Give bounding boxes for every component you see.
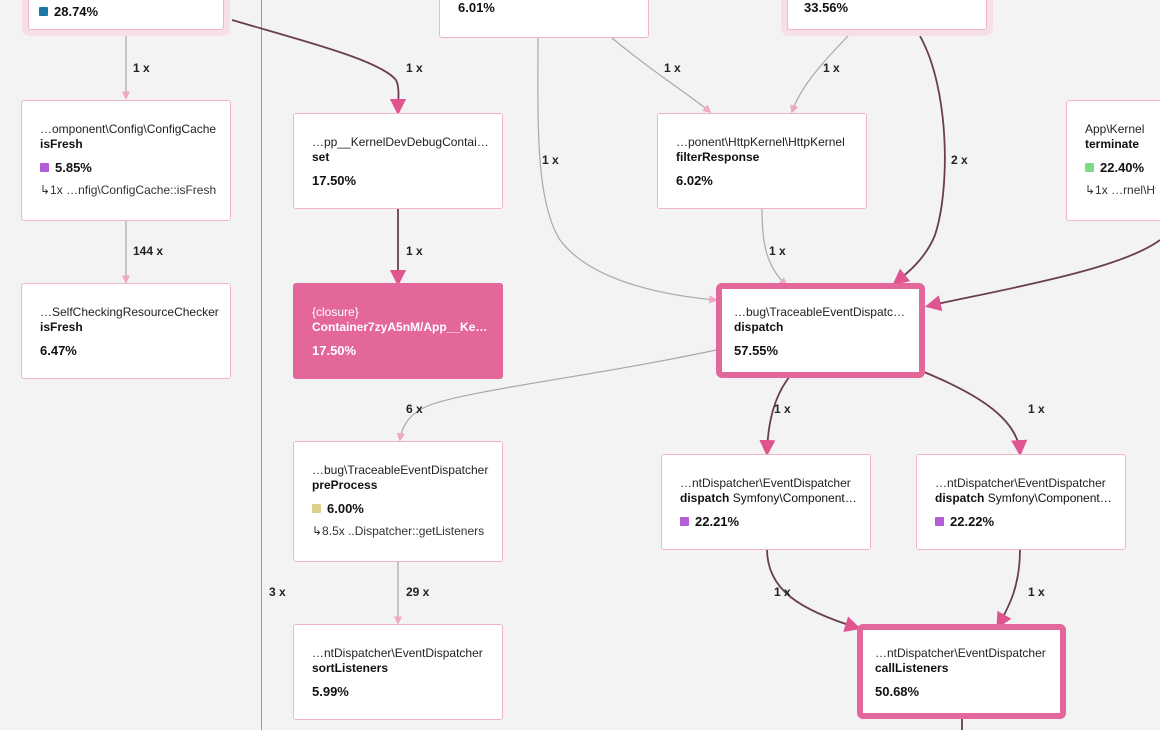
node-namespace: …ntDispatcher\EventDispatcher bbox=[680, 476, 851, 490]
node-percent: 57.55% bbox=[734, 343, 779, 358]
node-percent: 17.50% bbox=[312, 343, 357, 358]
edge-topleft-container bbox=[231, 19, 407, 116]
node-namespace: …SelfCheckingResourceChecker bbox=[40, 305, 219, 319]
edge-label: 144 x bbox=[133, 244, 164, 258]
node-function: set bbox=[312, 150, 330, 164]
node-function: Container7zyA5nM/App__Kern… bbox=[312, 320, 492, 334]
node-namespace: …ponent\HttpKernel\HttpKernel bbox=[676, 135, 845, 149]
edge-topmid-httpkernel bbox=[611, 37, 712, 114]
node-function: preProcess bbox=[312, 478, 378, 492]
node-function: dispatch bbox=[935, 491, 985, 505]
node-function: dispatch bbox=[680, 491, 730, 505]
color-swatch bbox=[40, 163, 49, 172]
node-namespace: …ntDispatcher\EventDispatcher bbox=[312, 646, 483, 660]
node-percent: 50.68% bbox=[875, 684, 920, 699]
node-function: filterResponse bbox=[676, 150, 760, 164]
column-divider bbox=[261, 0, 262, 730]
edge-label: 1 x bbox=[774, 585, 791, 599]
node-sortlisteners[interactable]: …ntDispatcher\EventDispatcher sortListen… bbox=[293, 624, 503, 720]
node-namespace: {closure} bbox=[312, 305, 359, 319]
node-traceable-dispatch[interactable]: …bug\TraceableEventDispatcher dispatch 5… bbox=[716, 283, 925, 378]
node-subcall: ↳8.5x ..Dispatcher::getListeners bbox=[312, 524, 485, 538]
node-percent: 33.56% bbox=[804, 0, 849, 15]
node-function: isFresh bbox=[40, 320, 83, 334]
node-namespace: …pp__KernelDevDebugContainer bbox=[312, 135, 492, 149]
color-swatch bbox=[680, 517, 689, 526]
node-appkernel[interactable]: App\Kernel terminate 22.40% ↳1x …rnel\Ht… bbox=[1066, 100, 1160, 221]
node-preprocess[interactable]: …bug\TraceableEventDispatcher preProcess… bbox=[293, 441, 503, 562]
node-configcache[interactable]: …omponent\Config\ConfigCache isFresh 5.8… bbox=[21, 100, 231, 221]
node-percent: 6.47% bbox=[40, 343, 77, 358]
edge-dispatchb-call bbox=[996, 548, 1021, 629]
node-percent: 6.00% bbox=[327, 501, 364, 516]
color-swatch bbox=[1085, 163, 1094, 172]
node-namespace: …ntDispatcher\EventDispatcher bbox=[935, 476, 1106, 490]
edge-label: 29 x bbox=[406, 585, 430, 599]
edge-label: 1 x bbox=[769, 244, 786, 258]
node-percent: 5.85% bbox=[55, 160, 92, 175]
edge-label: 1 x bbox=[823, 61, 840, 75]
node-function: terminate bbox=[1085, 137, 1140, 151]
node-subcall: ↳1x …rnel\Htt bbox=[1085, 183, 1156, 197]
node-percent: 22.22% bbox=[950, 514, 995, 529]
node-percent: 28.74% bbox=[54, 4, 99, 19]
node-closure[interactable]: {closure} Container7zyA5nM/App__Kern… 17… bbox=[293, 283, 503, 379]
edge-label: 1 x bbox=[542, 153, 559, 167]
node-container-set[interactable]: …pp__KernelDevDebugContainer set 17.50% bbox=[293, 113, 503, 209]
edge-label: 1 x bbox=[1028, 402, 1045, 416]
node-namespace: App\Kernel bbox=[1085, 122, 1145, 136]
color-swatch bbox=[39, 7, 48, 16]
node-percent: 6.01% bbox=[458, 0, 495, 15]
edge-label: 1 x bbox=[774, 402, 791, 416]
color-swatch bbox=[312, 504, 321, 513]
node-function: callListeners bbox=[875, 661, 949, 675]
node-calllisteners[interactable]: …ntDispatcher\EventDispatcher callListen… bbox=[857, 624, 1066, 719]
node-function-detail: Symfony\Component… bbox=[732, 491, 857, 505]
node-namespace: …ntDispatcher\EventDispatcher bbox=[875, 646, 1046, 660]
edge-label: 6 x bbox=[406, 402, 423, 416]
edge-topright-traceable bbox=[892, 35, 946, 286]
edge-label: 3 x bbox=[269, 585, 286, 599]
color-swatch bbox=[935, 517, 944, 526]
node-top-mid[interactable]: 6.01% bbox=[439, 0, 649, 38]
node-top-right[interactable]: 33.56% bbox=[787, 0, 987, 30]
edge-appkernel-traceable bbox=[924, 239, 1160, 312]
node-function: dispatch bbox=[734, 320, 784, 334]
edge-traceable-dispatchb bbox=[923, 371, 1028, 457]
edge-label: 2 x bbox=[951, 153, 968, 167]
node-function: isFresh bbox=[40, 137, 83, 151]
node-percent: 6.02% bbox=[676, 173, 713, 188]
edge-label: 1 x bbox=[1028, 585, 1045, 599]
node-percent: 17.50% bbox=[312, 173, 357, 188]
node-top-left[interactable]: 28.74% bbox=[28, 0, 224, 30]
node-percent: 22.21% bbox=[695, 514, 740, 529]
node-function-detail: Symfony\Component… bbox=[987, 491, 1112, 505]
node-percent: 5.99% bbox=[312, 684, 349, 699]
node-dispatch-a[interactable]: …ntDispatcher\EventDispatcher dispatch S… bbox=[661, 454, 871, 550]
node-namespace: …bug\TraceableEventDispatcher bbox=[312, 463, 489, 477]
node-dispatch-b[interactable]: …ntDispatcher\EventDispatcher dispatch S… bbox=[916, 454, 1126, 550]
edge-label: 1 x bbox=[406, 244, 423, 258]
node-httpkernel[interactable]: …ponent\HttpKernel\HttpKernel filterResp… bbox=[657, 113, 867, 209]
edge-label: 1 x bbox=[133, 61, 150, 75]
node-function: sortListeners bbox=[312, 661, 389, 675]
edge-label: 1 x bbox=[664, 61, 681, 75]
node-subcall: ↳1x …nfig\ConfigCache::isFresh bbox=[40, 183, 217, 197]
node-namespace: …omponent\Config\ConfigCache bbox=[40, 122, 217, 136]
node-percent: 22.40% bbox=[1100, 160, 1145, 175]
edge-label: 1 x bbox=[406, 61, 423, 75]
node-namespace: …bug\TraceableEventDispatcher bbox=[734, 305, 909, 319]
node-selfcheck[interactable]: …SelfCheckingResourceChecker isFresh 6.4… bbox=[21, 283, 231, 379]
